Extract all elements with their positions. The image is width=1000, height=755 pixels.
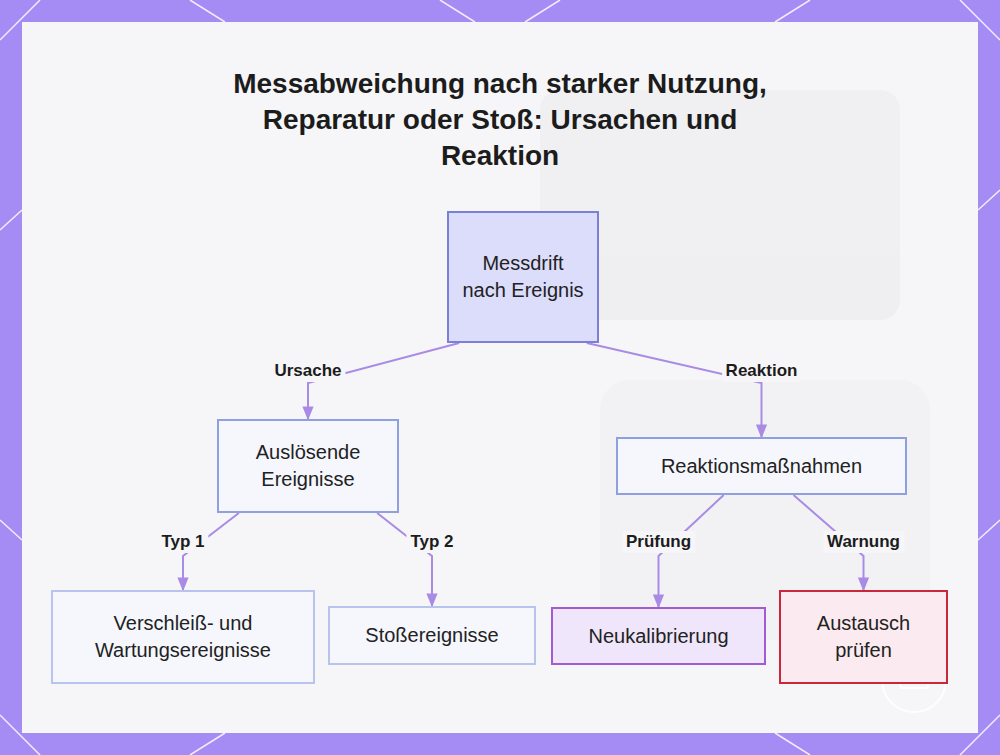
node-text: Stoßereignisse bbox=[365, 622, 498, 649]
node-text: Reaktionsmaßnahmen bbox=[661, 453, 862, 480]
edge-label: Ursache bbox=[270, 360, 345, 382]
connector-line bbox=[587, 343, 762, 437]
node-text: Neukalibrierung bbox=[588, 623, 728, 650]
warning-box: Austausch prüfen bbox=[779, 590, 948, 684]
diagram-title: Messabweichung nach starker Nutzung, Rep… bbox=[200, 66, 800, 174]
leaf-box: Stoßereignisse bbox=[328, 606, 536, 665]
action-box: Neukalibrierung bbox=[551, 607, 766, 665]
blurred-backdrop bbox=[540, 90, 930, 640]
edge-label: Typ 2 bbox=[406, 531, 457, 553]
category-box: Reaktionsmaßnahmen bbox=[616, 437, 907, 495]
edge-label: Reaktion bbox=[722, 360, 802, 382]
inner-panel bbox=[22, 22, 978, 733]
node-text: Auslösende Ereignisse bbox=[231, 439, 385, 493]
node-text: Austausch prüfen bbox=[793, 610, 934, 664]
edge-label: Typ 1 bbox=[157, 531, 208, 553]
root-box: Messdrift nach Ereignis bbox=[447, 211, 599, 343]
connector-line bbox=[377, 513, 432, 606]
category-box: Auslösende Ereignisse bbox=[217, 419, 399, 513]
leaf-box: Verschleiß- und Wartungsereignisse bbox=[51, 590, 315, 684]
edge-label: Warnung bbox=[823, 531, 904, 553]
node-text: Verschleiß- und Wartungsereignisse bbox=[65, 610, 301, 664]
node-text: Messdrift nach Ereignis bbox=[461, 250, 585, 304]
edge-label: Prüfung bbox=[622, 531, 695, 553]
